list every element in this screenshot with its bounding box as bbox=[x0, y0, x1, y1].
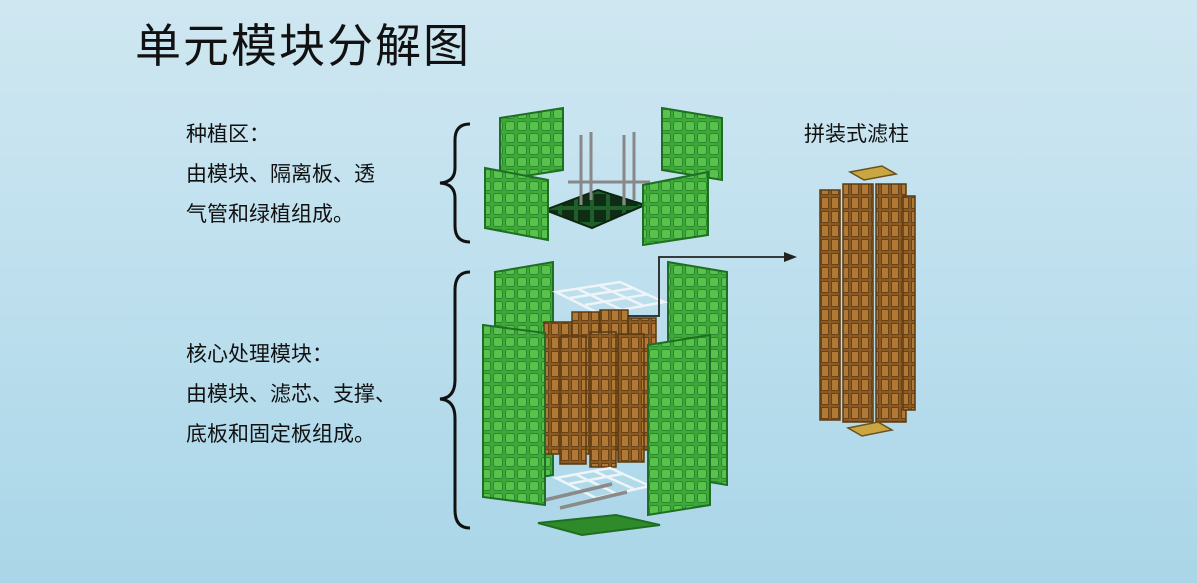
planting-zone-heading: 种植区： bbox=[186, 122, 270, 146]
core-module-description: 核心处理模块： 由模块、滤芯、支撑、 底板和固定板组成。 bbox=[186, 334, 396, 454]
filter-bottom-cap bbox=[845, 421, 895, 437]
aeration-pipes bbox=[568, 132, 650, 205]
core-module-illustration bbox=[482, 260, 728, 537]
planting-zone-bracket bbox=[439, 122, 471, 244]
planting-zone-line-2: 气管和绿植组成。 bbox=[186, 202, 354, 226]
isolation-panel bbox=[661, 106, 723, 182]
planting-zone-illustration bbox=[484, 106, 723, 247]
filter-column-label: 拼装式滤柱 bbox=[804, 122, 909, 146]
isolation-panel bbox=[499, 106, 564, 182]
filter-cores bbox=[543, 309, 657, 468]
filter-top-cap bbox=[847, 165, 899, 181]
planting-zone-line-1: 由模块、隔离板、透 bbox=[186, 162, 375, 186]
filter-front-panel bbox=[875, 183, 907, 423]
support-frame-top bbox=[551, 280, 669, 316]
isolation-panel bbox=[642, 170, 709, 247]
module-panel bbox=[647, 333, 711, 517]
core-module-line-2: 底板和固定板组成。 bbox=[186, 422, 375, 446]
isolation-panel bbox=[484, 166, 549, 242]
module-grid-base bbox=[542, 188, 648, 230]
filter-side-panel bbox=[902, 195, 916, 411]
filter-side-panel bbox=[819, 189, 841, 421]
planting-zone-description: 种植区： 由模块、隔离板、透 气管和绿植组成。 bbox=[186, 114, 375, 234]
core-module-bracket bbox=[439, 270, 471, 530]
core-module-heading: 核心处理模块： bbox=[186, 342, 333, 366]
filter-column-illustration bbox=[819, 165, 916, 437]
module-panel bbox=[482, 323, 546, 507]
filter-front-panel bbox=[842, 183, 874, 423]
core-module-line-1: 由模块、滤芯、支撑、 bbox=[186, 382, 396, 406]
page-title: 单元模块分解图 bbox=[135, 19, 471, 73]
support-pipes bbox=[544, 482, 628, 510]
connector-arrow bbox=[628, 252, 797, 317]
fixing-plate bbox=[537, 513, 661, 537]
